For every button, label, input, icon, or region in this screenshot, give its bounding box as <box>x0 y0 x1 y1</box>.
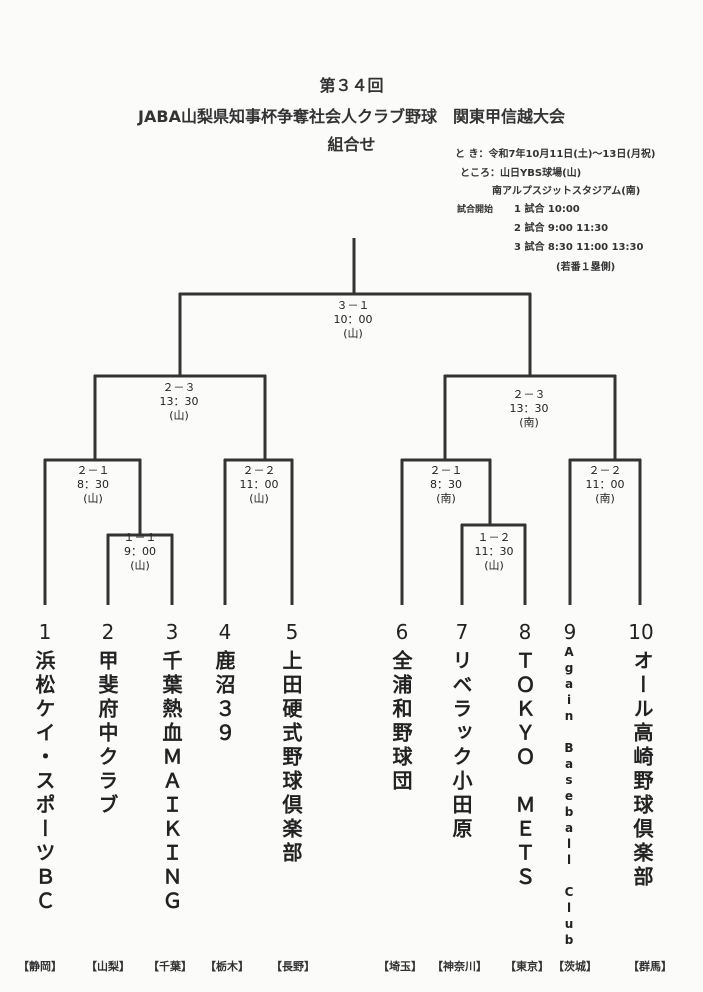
match-id: １－１ <box>123 531 157 544</box>
team-prefecture: 【栃木】 <box>205 960 249 973</box>
match-final: ３－１ 10：00 (山) <box>308 299 398 341</box>
team-number: 7 <box>455 620 469 644</box>
match-id: ３－１ <box>336 299 370 312</box>
team-number: 6 <box>395 620 409 644</box>
team-number: 9 <box>563 620 577 644</box>
match-semi-right: ２－３ 13：30 (南) <box>484 388 574 430</box>
info-note: (若番１塁側) <box>556 262 616 273</box>
match-id: ２－２ <box>588 464 622 477</box>
match-id: ２－３ <box>162 381 196 394</box>
team-number: 5 <box>285 620 299 644</box>
title-pairings: 組合せ <box>327 135 376 154</box>
match-venue: (山) <box>83 492 103 505</box>
info-game1: 1 試合 10:00 <box>514 204 580 215</box>
team-number: 8 <box>518 620 532 644</box>
team-name: リベラック小田原 <box>449 650 473 842</box>
match-qf4: ２－２ 11：00 (南) <box>560 464 650 506</box>
match-time: 8：30 <box>430 478 462 491</box>
match-r1-right: １－２ 11：30 (山) <box>449 531 539 573</box>
match-venue: (山) <box>343 327 363 340</box>
team-name: 千葉熱血ＭＡＩＫＩＮＧ <box>159 650 183 914</box>
team-prefecture: 【茨城】 <box>553 960 597 973</box>
team-prefecture: 【神奈川】 <box>432 960 487 973</box>
team-prefecture: 【静岡】 <box>18 960 62 973</box>
info-start-label: 試合開始 <box>457 205 494 215</box>
team-prefecture: 【長野】 <box>271 960 315 973</box>
team-prefecture: 【千葉】 <box>148 960 192 973</box>
team-prefecture: 【東京】 <box>505 960 549 973</box>
match-time: 10：00 <box>333 313 373 326</box>
match-venue: (南) <box>595 492 615 505</box>
match-venue: (山) <box>249 492 269 505</box>
match-time: 11：30 <box>474 545 514 558</box>
team-number: 1 <box>38 620 52 644</box>
title-tournament: JABA山梨県知事杯争奪社会人クラブ野球 関東甲信越大会 <box>138 107 565 126</box>
match-venue: (山) <box>169 409 189 422</box>
team-number: 4 <box>218 620 232 644</box>
team-name: オール高崎野球倶楽部 <box>630 650 654 890</box>
match-time: 8：30 <box>77 478 109 491</box>
match-qf3: ２－１ 8：30 (南) <box>401 464 491 506</box>
team-name: 甲斐府中クラブ <box>95 650 119 818</box>
match-venue: (南) <box>519 416 539 429</box>
match-id: ２－１ <box>429 464 463 477</box>
team-prefecture: 【群馬】 <box>628 960 672 973</box>
team-name: Again Baseball Club <box>562 645 576 949</box>
match-r1-left: １－１ 9：00 (山) <box>95 531 185 573</box>
match-time: 13：30 <box>509 402 549 415</box>
info-place1: ところ：山日YBS球場(山) <box>460 168 582 179</box>
team-name: 上田硬式野球倶楽部 <box>279 650 303 866</box>
match-venue: (山) <box>130 559 150 572</box>
match-venue: (山) <box>484 559 504 572</box>
team-prefecture: 【埼玉】 <box>378 960 422 973</box>
match-time: 11：00 <box>585 478 625 491</box>
match-id: １－２ <box>477 531 511 544</box>
match-qf1: ２－１ 8：30 (山) <box>48 464 138 506</box>
match-qf2: ２－２ 11：00 (山) <box>214 464 304 506</box>
team-name: ＴＯＫＹＯ ＭＥＴＳ <box>512 650 536 890</box>
match-time: 13：30 <box>159 395 199 408</box>
match-time: 9：00 <box>124 545 156 558</box>
match-venue: (南) <box>436 492 456 505</box>
info-game2: 2 試合 9:00 11:30 <box>514 223 609 234</box>
info-date: と き：令和7年10月11日(土)～13日(月祝) <box>455 149 656 160</box>
team-name: 浜松ケイ・スポーツＢＣ <box>32 650 56 914</box>
team-name: 鹿沼３９ <box>212 650 236 746</box>
team-number: 2 <box>101 620 115 644</box>
match-semi-left: ２－３ 13：30 (山) <box>134 381 224 423</box>
info-place2: 南アルプスジットスタジアム(南) <box>492 186 641 197</box>
info-game3: 3 試合 8:30 11:00 13:30 <box>514 242 644 253</box>
title-edition: 第３４回 <box>319 76 384 95</box>
team-number: 3 <box>165 620 179 644</box>
match-id: ２－２ <box>242 464 276 477</box>
team-number: 10 <box>628 620 654 644</box>
match-time: 11：00 <box>239 478 279 491</box>
team-name: 全浦和野球団 <box>389 650 413 794</box>
team-prefecture: 【山梨】 <box>86 960 130 973</box>
match-id: ２－１ <box>76 464 110 477</box>
match-id: ２－３ <box>512 388 546 401</box>
